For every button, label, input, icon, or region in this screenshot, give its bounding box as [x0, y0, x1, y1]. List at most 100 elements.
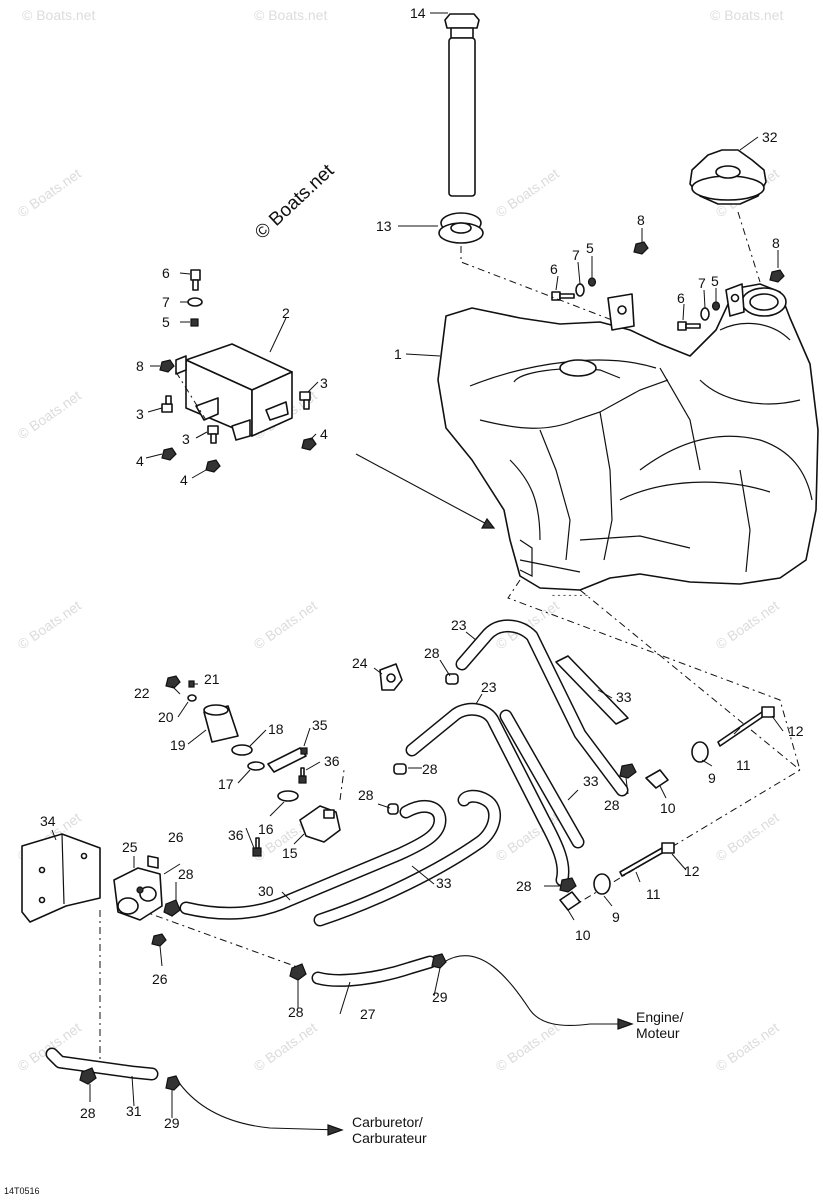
watermark: © Boats.net	[493, 1019, 562, 1074]
hose-part-31[interactable]	[45, 1047, 159, 1081]
callout-15: 15	[282, 845, 298, 861]
filter-part-12	[761, 706, 775, 718]
tank-mark: - - - - - - -	[552, 590, 588, 600]
callout-7: 7	[162, 294, 170, 310]
callout-22: 22	[134, 685, 150, 701]
assembly-arrowhead	[480, 517, 496, 529]
callout-19: 19	[170, 737, 186, 753]
flow-line-engine	[443, 955, 630, 1027]
gasket-part-18	[231, 744, 253, 756]
fitting-group-upper[interactable]	[619, 706, 775, 789]
hose-part-23-lower[interactable]	[405, 702, 570, 887]
grommet-part-9	[593, 873, 611, 895]
clamps-part-29[interactable]	[165, 953, 447, 1091]
fuel-pump-part-25[interactable]	[113, 855, 167, 947]
engine-label-line1: Engine/	[636, 1009, 684, 1025]
bracket-part-34[interactable]	[21, 833, 101, 923]
callout-4: 4	[320, 426, 328, 442]
sleeve-part-33-lower[interactable]	[313, 789, 501, 927]
clamp-part-28	[619, 763, 637, 779]
carburetor-label-line1: Carburetor/	[352, 1114, 423, 1130]
watermark: © Boats.net	[251, 1019, 320, 1074]
callout-12: 12	[684, 863, 700, 879]
pickup-tube-part-11	[619, 847, 665, 877]
bolt-part-3	[299, 391, 311, 401]
callout-4: 4	[180, 472, 188, 488]
callout-10: 10	[575, 927, 591, 943]
callout-18: 18	[268, 721, 284, 737]
sleeve-part-33-middle[interactable]	[499, 709, 585, 849]
assembly-arrow	[355, 453, 495, 529]
hose-part-23-upper[interactable]	[455, 619, 629, 797]
hose-part-27[interactable]	[311, 955, 437, 987]
watermark: © Boats.net	[251, 597, 320, 652]
clamps-part-28[interactable]	[79, 673, 459, 1085]
callout-5: 5	[162, 314, 170, 330]
callout-34: 34	[40, 813, 56, 829]
callout-labels: 14 13 32 1 2 6 7 5 8 6 7 5 8 6 7 5 8 3 3…	[40, 5, 804, 1131]
fuel-tank-part-1[interactable]: - - - - - - -	[437, 283, 819, 600]
callout-35: 35	[312, 717, 328, 733]
clamp-part-28	[387, 803, 399, 815]
watermark: © Boats.net	[22, 7, 95, 23]
callout-33: 33	[583, 773, 599, 789]
clamp-part-28	[393, 763, 407, 775]
callout-17: 17	[218, 776, 234, 792]
filler-tube-part-14[interactable]	[444, 13, 480, 197]
callout-28: 28	[516, 878, 532, 894]
callout-29: 29	[432, 989, 448, 1005]
fitting-group-lower[interactable]	[559, 842, 675, 911]
alignment-lines-upper	[99, 211, 801, 1072]
callout-4: 4	[136, 453, 144, 469]
elbow-part-10	[559, 891, 581, 911]
clamp-part-28	[163, 899, 181, 917]
callout-12: 12	[788, 723, 804, 739]
callout-29: 29	[164, 1115, 180, 1131]
bolt-part-6	[551, 291, 561, 301]
callout-5: 5	[586, 240, 594, 256]
callout-28: 28	[80, 1105, 96, 1121]
washer-part-7	[187, 297, 203, 307]
watermark: © Boats.net	[713, 1019, 782, 1074]
watermark: © Boats.net	[713, 809, 782, 864]
callout-24: 24	[352, 655, 368, 671]
figure-code: 14T0516	[4, 1186, 40, 1196]
hose-part-30[interactable]	[179, 799, 447, 920]
flow-line-carburetor	[179, 1083, 341, 1131]
clamp-part-29	[431, 953, 447, 969]
watermark: © Boats.net	[254, 7, 327, 23]
watermark: © Boats.net	[15, 165, 84, 220]
screw-part-36	[298, 775, 307, 784]
screw-part-26	[151, 933, 167, 947]
pickup-tube-part-11	[717, 711, 765, 747]
leader-lines	[51, 12, 784, 1118]
nut-part-8	[159, 359, 175, 373]
fuel-valve-group[interactable]	[165, 675, 341, 857]
callout-33: 33	[436, 875, 452, 891]
watermark: © Boats.net	[713, 597, 782, 652]
gasket-part-17	[247, 761, 265, 771]
tank-mounting-hardware[interactable]	[551, 241, 785, 331]
callout-5: 5	[711, 273, 719, 289]
callout-28: 28	[604, 797, 620, 813]
clamp-part-28	[289, 963, 307, 981]
grommet-part-13[interactable]	[438, 212, 484, 244]
clip-part-24[interactable]	[379, 663, 403, 691]
washer-part-20	[187, 694, 197, 702]
callout-28: 28	[288, 1004, 304, 1020]
clamp-part-29	[165, 1075, 181, 1091]
callout-14: 14	[410, 5, 426, 21]
callout-25: 25	[122, 839, 138, 855]
callout-28: 28	[422, 761, 438, 777]
callout-11: 11	[646, 886, 661, 902]
carburetor-label-line2: Carburateur	[352, 1130, 427, 1146]
callout-31: 31	[126, 1103, 142, 1119]
sleeve-part-33-right[interactable]	[555, 655, 629, 725]
nut-part-8	[633, 241, 649, 255]
fuel-cap-part-32[interactable]	[689, 149, 767, 205]
nut-part-4	[301, 437, 317, 451]
gasket-part-16	[277, 790, 299, 802]
bolt-part-3	[161, 403, 173, 413]
callout-3: 3	[320, 375, 328, 391]
